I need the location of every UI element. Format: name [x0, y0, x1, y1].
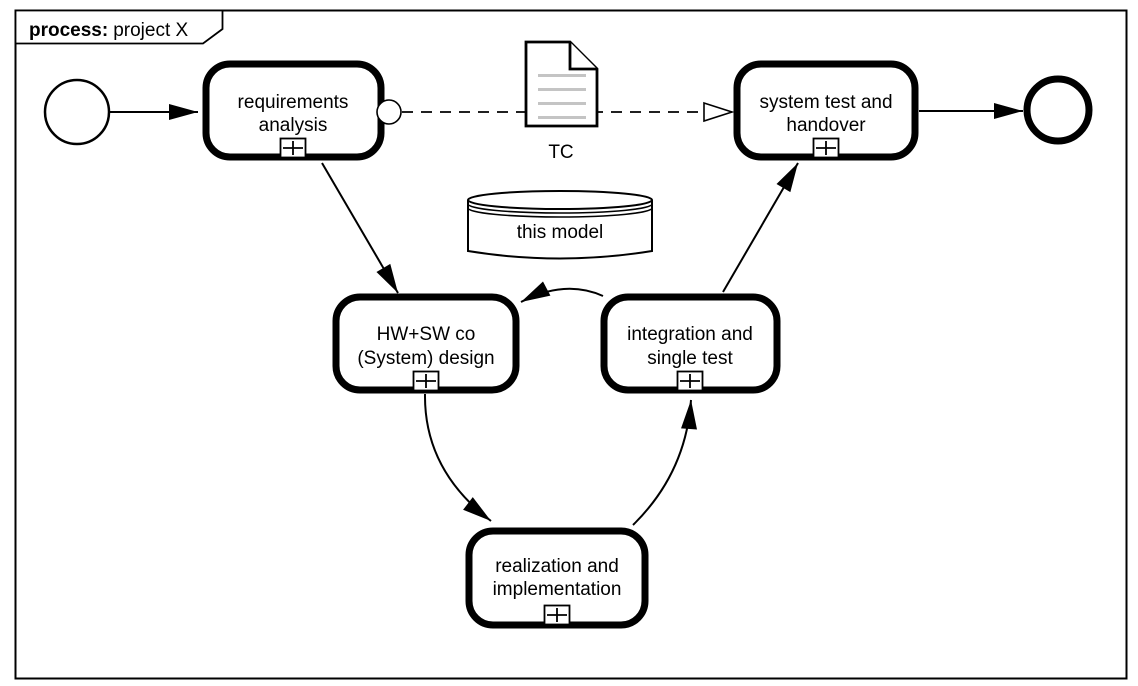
flow-requirements-to-design[interactable] [321, 162, 399, 294]
process-label: process:project X [29, 20, 189, 41]
plus-icon [816, 141, 836, 155]
task-label-line: handover [786, 115, 866, 136]
subprocess-expand-marker[interactable] [279, 137, 307, 159]
datastore-ring [467, 203, 653, 214]
document-label: TC [548, 142, 573, 163]
document-text-lines [538, 74, 586, 119]
task-label-line: HW+SW co [377, 324, 476, 345]
datastore-ring [467, 207, 653, 218]
task-label-line: implementation [493, 579, 622, 600]
task-label-line: (System) design [357, 348, 494, 369]
subprocess-expand-marker[interactable] [543, 604, 571, 626]
flow-realization-to-integration[interactable] [632, 399, 697, 526]
task-requirements-analysis[interactable]: requirements analysis [202, 60, 385, 161]
plus-icon [680, 374, 700, 388]
plus-icon [547, 608, 567, 622]
plus-icon [283, 141, 303, 155]
task-realization-and-implementation[interactable]: realization and implementation [465, 527, 649, 629]
flow-integration-to-design-arc[interactable] [520, 281, 604, 303]
flow-design-to-realization[interactable] [423, 393, 492, 522]
datastore-label: this model [517, 222, 604, 243]
task-integration-and-single-test[interactable]: integration and single test [600, 293, 781, 394]
folded-corner [568, 42, 597, 71]
task-label-line: analysis [259, 115, 328, 136]
document-icon[interactable] [524, 40, 599, 128]
task-label-line: realization and [495, 556, 619, 577]
start-event[interactable] [43, 78, 111, 146]
flow-integration-to-systemtest[interactable] [722, 162, 799, 293]
datastore-this-model[interactable]: this model [467, 190, 653, 260]
task-label-line: integration and [627, 324, 753, 345]
association-anchor-circle [376, 99, 402, 125]
subprocess-expand-marker[interactable] [676, 370, 704, 392]
end-event[interactable] [1023, 75, 1093, 145]
process-label-name: project X [113, 20, 188, 41]
plus-icon [416, 374, 436, 388]
subprocess-expand-marker[interactable] [412, 370, 440, 392]
task-hw-sw-co-system-design[interactable]: HW+SW co (System) design [332, 293, 520, 394]
task-label-line: single test [647, 348, 733, 369]
process-label-prefix: process: [29, 20, 108, 41]
process-label-tab [14, 9, 224, 45]
subprocess-expand-marker[interactable] [812, 137, 840, 159]
task-label-line: requirements [238, 92, 349, 113]
task-label-line: system test and [759, 92, 892, 113]
task-system-test-and-handover[interactable]: system test and handover [733, 60, 919, 161]
